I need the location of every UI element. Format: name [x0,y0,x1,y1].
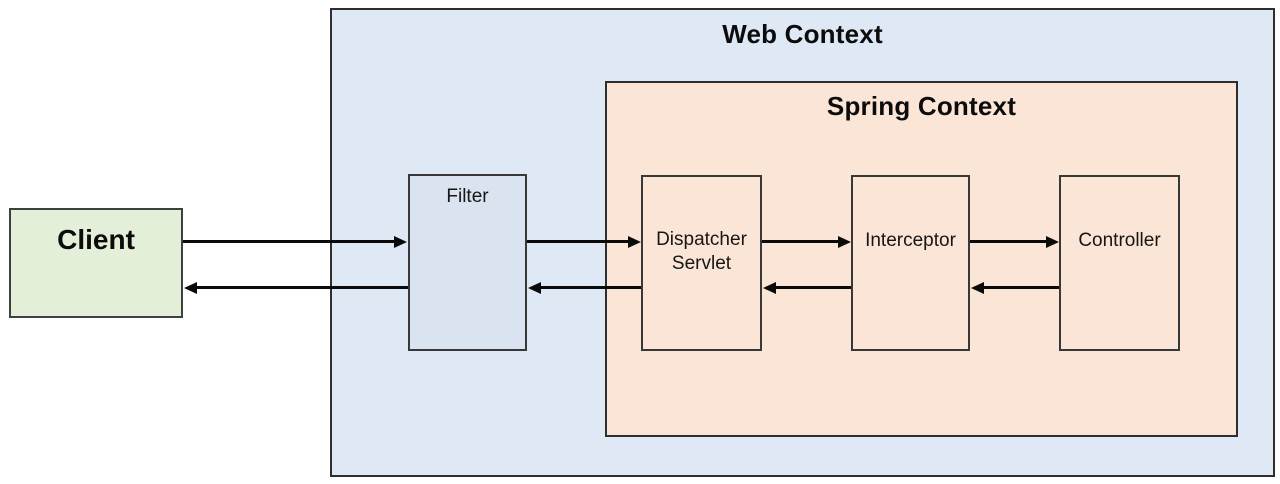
filter-node: Filter [408,174,527,351]
arrow-interceptor-to-dispatcher-servlet [775,286,851,289]
client-node: Client [9,208,183,318]
web-context-title: Web Context [722,19,883,49]
controller-node-label: Controller [1078,229,1161,251]
controller-node: Controller [1059,175,1180,351]
interceptor-node: Interceptor [851,175,970,351]
arrow-client-to-filter [183,240,395,243]
arrow-controller-to-interceptor [983,286,1059,289]
dispatcher-servlet-node-label: Dispatcher Servlet [656,228,747,274]
arrow-filter-to-dispatcher-servlet [527,240,629,243]
filter-node-label: Filter [446,186,489,207]
spring-context-title: Spring Context [826,91,1017,121]
interceptor-node-label: Interceptor [865,229,956,251]
arrow-interceptor-to-controller [970,240,1047,243]
client-node-label: Client [57,224,135,255]
arrow-filter-to-client [196,286,408,289]
dispatcher-servlet-node: Dispatcher Servlet [641,175,762,351]
arrow-dispatcher-servlet-to-filter [540,286,641,289]
arrow-dispatcher-servlet-to-interceptor [762,240,839,243]
